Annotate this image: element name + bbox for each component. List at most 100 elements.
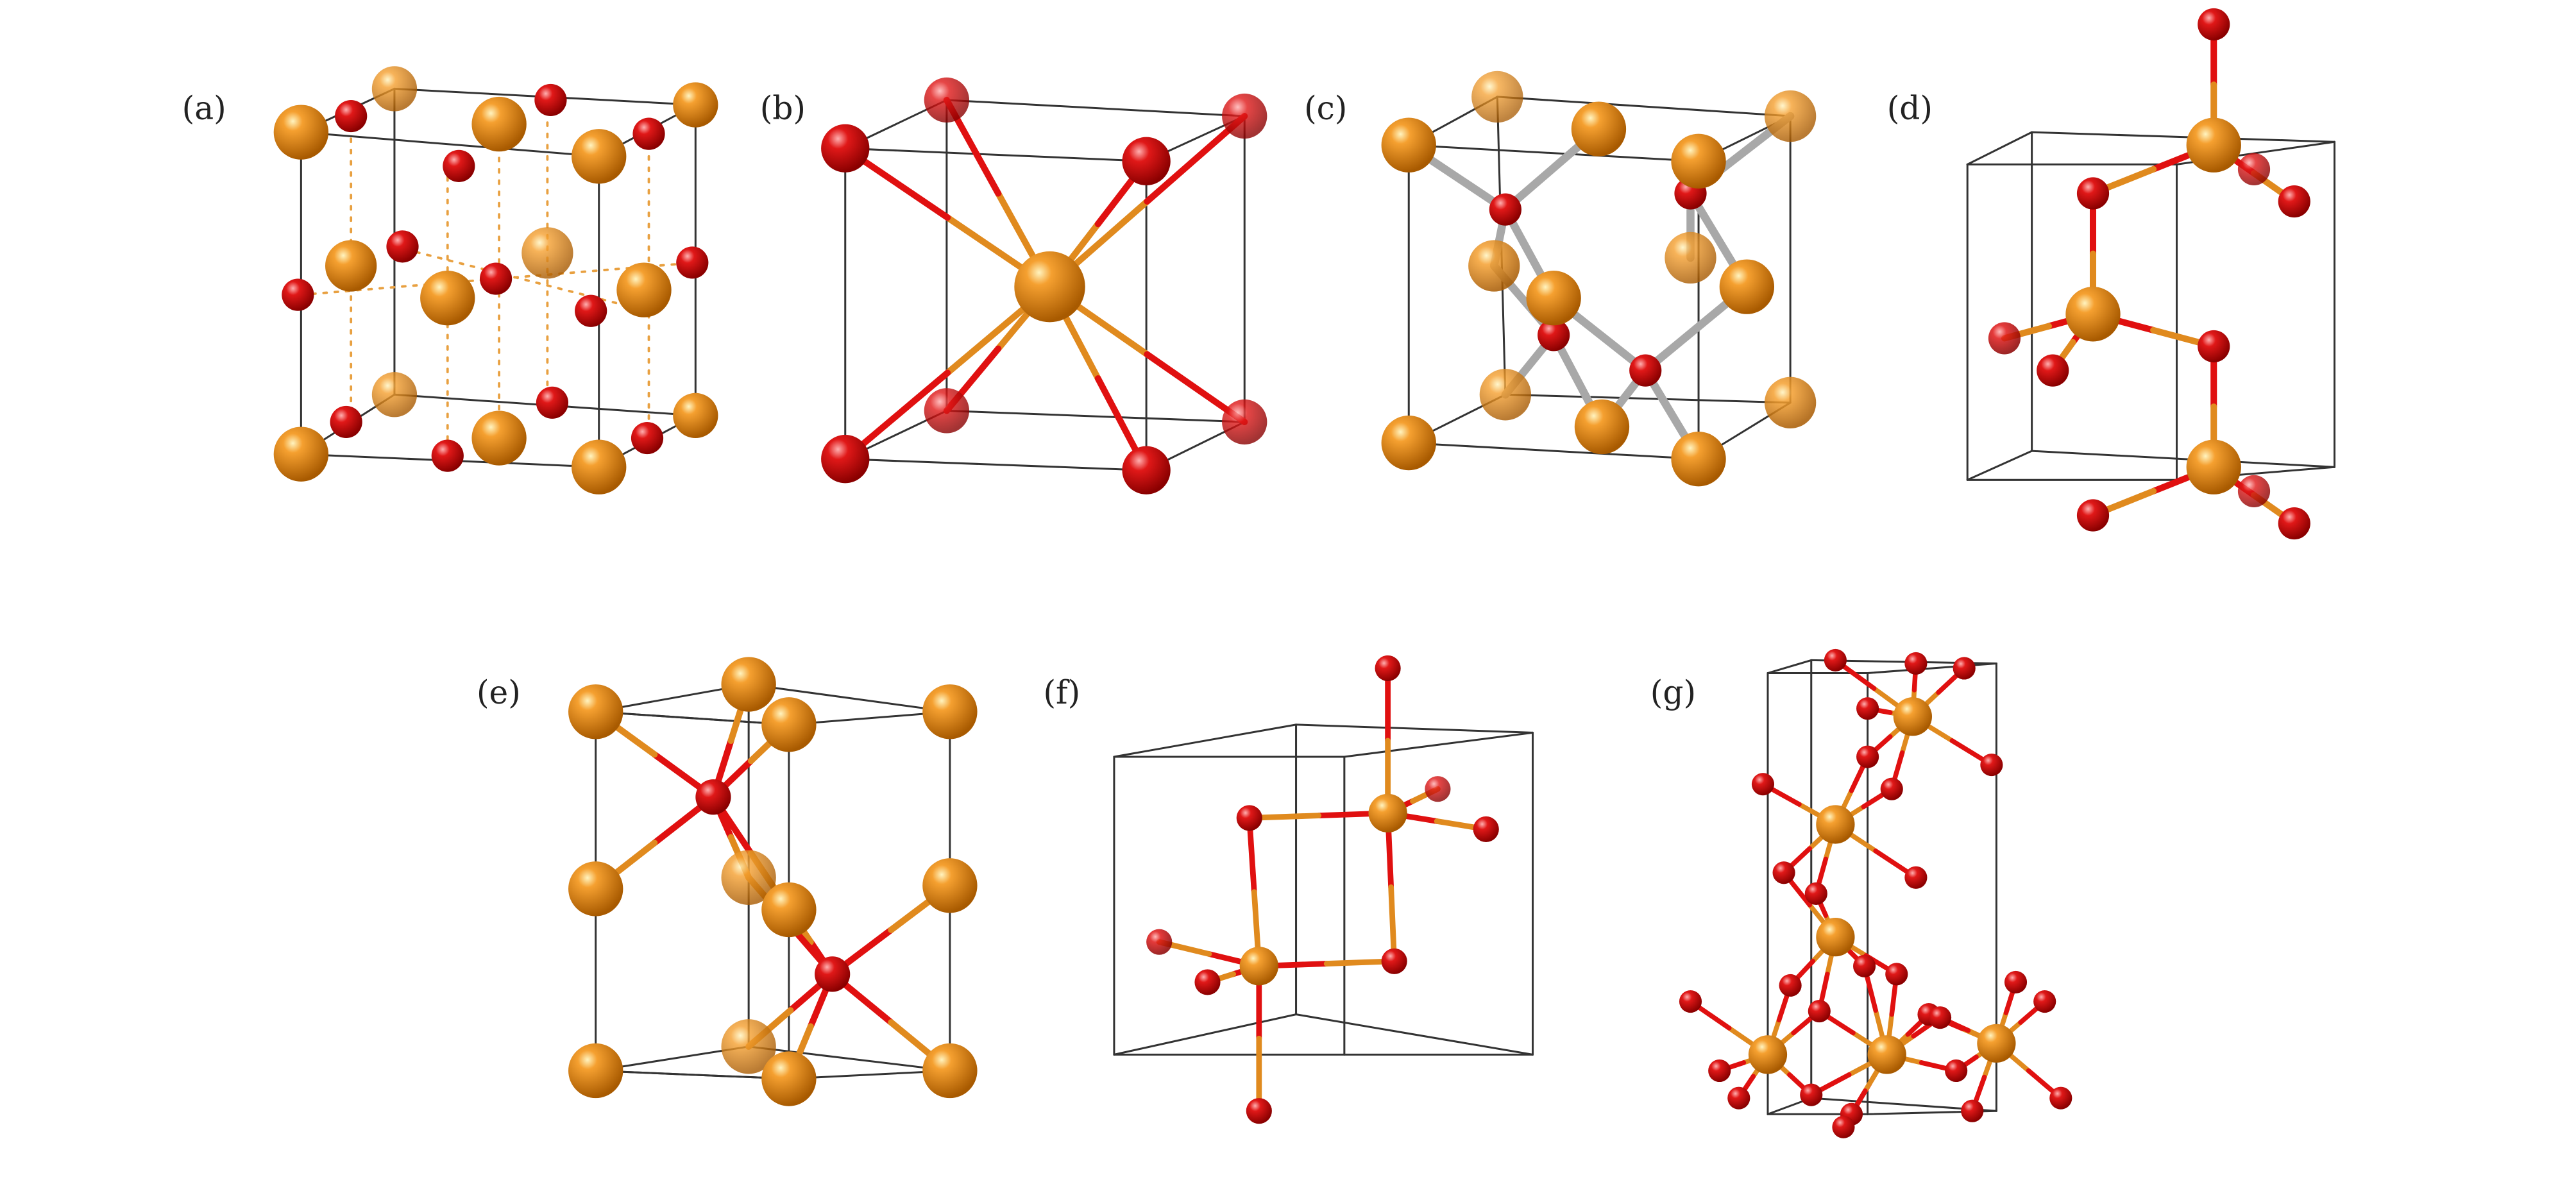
cell-edge — [1295, 1013, 1534, 1056]
metal-atom — [1816, 918, 1855, 957]
oxygen-atom — [821, 435, 870, 484]
metal-atom — [572, 439, 627, 494]
oxygen-atom — [1832, 1115, 1855, 1138]
panel-label-c: (c) — [1304, 89, 1347, 127]
metal-atom — [371, 66, 418, 112]
cell-edge — [747, 683, 951, 713]
oxygen-atom — [1961, 1099, 1984, 1122]
oxygen-atom — [1980, 754, 2003, 777]
metal-atom — [1471, 71, 1523, 123]
cell-edge — [844, 147, 1148, 162]
metal-atom — [2065, 287, 2121, 342]
metal-atom — [273, 426, 329, 482]
metal-atom — [1381, 117, 1436, 173]
oxygen-atom — [2033, 990, 2056, 1013]
oxygen-atom — [1146, 929, 1173, 955]
cell-edge — [1496, 96, 1792, 117]
metal-atom — [371, 372, 418, 418]
metal-atom — [420, 271, 475, 326]
oxygen-atom — [1856, 697, 1879, 720]
oxygen-atom — [631, 421, 664, 455]
metal-atom — [1867, 1035, 1906, 1074]
cell-edge — [1113, 1013, 1298, 1056]
metal-atom — [325, 240, 377, 292]
cell-edge — [300, 131, 600, 158]
oxygen-atom — [1375, 655, 1401, 682]
oxygen-atom — [2076, 499, 2110, 532]
metal-atom — [2186, 439, 2241, 494]
oxygen-atom — [330, 405, 362, 439]
oxygen-atom — [2004, 970, 2028, 993]
oxygen-atom — [2278, 185, 2310, 218]
metal-atom — [1893, 697, 1932, 736]
oxygen-atom — [1904, 866, 1928, 889]
cell-edge — [595, 1069, 790, 1080]
panel-label-g: (g) — [1650, 673, 1696, 711]
oxygen-atom — [1880, 777, 1903, 800]
oxygen-atom — [1727, 1086, 1750, 1110]
oxygen-atom — [1953, 657, 1976, 680]
metal-atom — [1468, 240, 1520, 292]
panel-label-a: (a) — [182, 89, 226, 127]
oxygen-atom — [1679, 990, 1702, 1013]
metal-atom — [1671, 432, 1726, 487]
metal-atom — [1764, 376, 1817, 428]
metal-atom — [1816, 805, 1855, 844]
oxygen-atom — [1246, 1098, 1272, 1124]
oxygen-atom — [2076, 177, 2110, 210]
metal-atom — [2186, 117, 2241, 173]
metal-atom — [721, 657, 776, 712]
cell-edge — [1867, 662, 1997, 675]
cell-edge — [945, 409, 1246, 423]
oxygen-atom — [1538, 319, 1570, 351]
panel-label-f: (f) — [1043, 673, 1080, 711]
oxygen-atom — [1194, 969, 1221, 995]
oxygen-atom — [1824, 648, 1847, 671]
metal-atom — [761, 697, 817, 752]
cell-edge — [1966, 131, 2033, 165]
metal-atom — [673, 82, 718, 128]
metal-atom — [1977, 1024, 2016, 1063]
oxygen-atom — [536, 386, 569, 419]
oxygen-atom — [575, 294, 607, 327]
cell-edge — [595, 711, 790, 726]
oxygen-atom — [1708, 1059, 1731, 1083]
cell-edge — [1966, 450, 2033, 481]
metal-atom — [761, 882, 817, 938]
oxygen-atom — [2198, 8, 2230, 41]
cell-edge — [1767, 659, 1813, 675]
metal-atom — [568, 861, 623, 916]
oxygen-atom — [2049, 1086, 2072, 1110]
oxygen-atom — [2037, 354, 2069, 387]
oxygen-atom — [1236, 805, 1262, 831]
metal-atom — [1239, 947, 1278, 986]
oxygen-atom — [924, 388, 970, 434]
metal-atom — [721, 1019, 776, 1074]
metal-atom — [721, 850, 776, 905]
oxygen-atom — [1772, 861, 1795, 884]
oxygen-atom — [1885, 963, 1908, 986]
cell-edge — [2031, 131, 2336, 143]
oxygen-atom — [479, 262, 513, 295]
metal-atom — [471, 96, 527, 152]
oxygen-atom — [1381, 948, 1407, 974]
metal-atom — [521, 227, 573, 279]
metal-atom — [922, 858, 978, 913]
oxygen-atom — [1800, 1083, 1823, 1106]
metal-atom — [1526, 271, 1581, 326]
oxygen-atom — [924, 77, 970, 123]
oxygen-atom — [1473, 816, 1499, 843]
oxygen-atom — [1988, 322, 2021, 355]
metal-atom — [1479, 369, 1532, 421]
metal-atom — [1748, 1035, 1788, 1074]
oxygen-atom — [1222, 93, 1267, 139]
oxygen-atom — [1425, 776, 1451, 802]
oxygen-atom — [443, 149, 475, 182]
oxygen-atom — [431, 439, 464, 472]
metal-atom — [471, 410, 527, 466]
metal-atom — [922, 1043, 978, 1099]
metal-atom — [1719, 259, 1775, 314]
oxygen-atom — [282, 278, 314, 311]
metal-atom — [572, 129, 627, 184]
oxygen-atom — [2237, 153, 2271, 185]
